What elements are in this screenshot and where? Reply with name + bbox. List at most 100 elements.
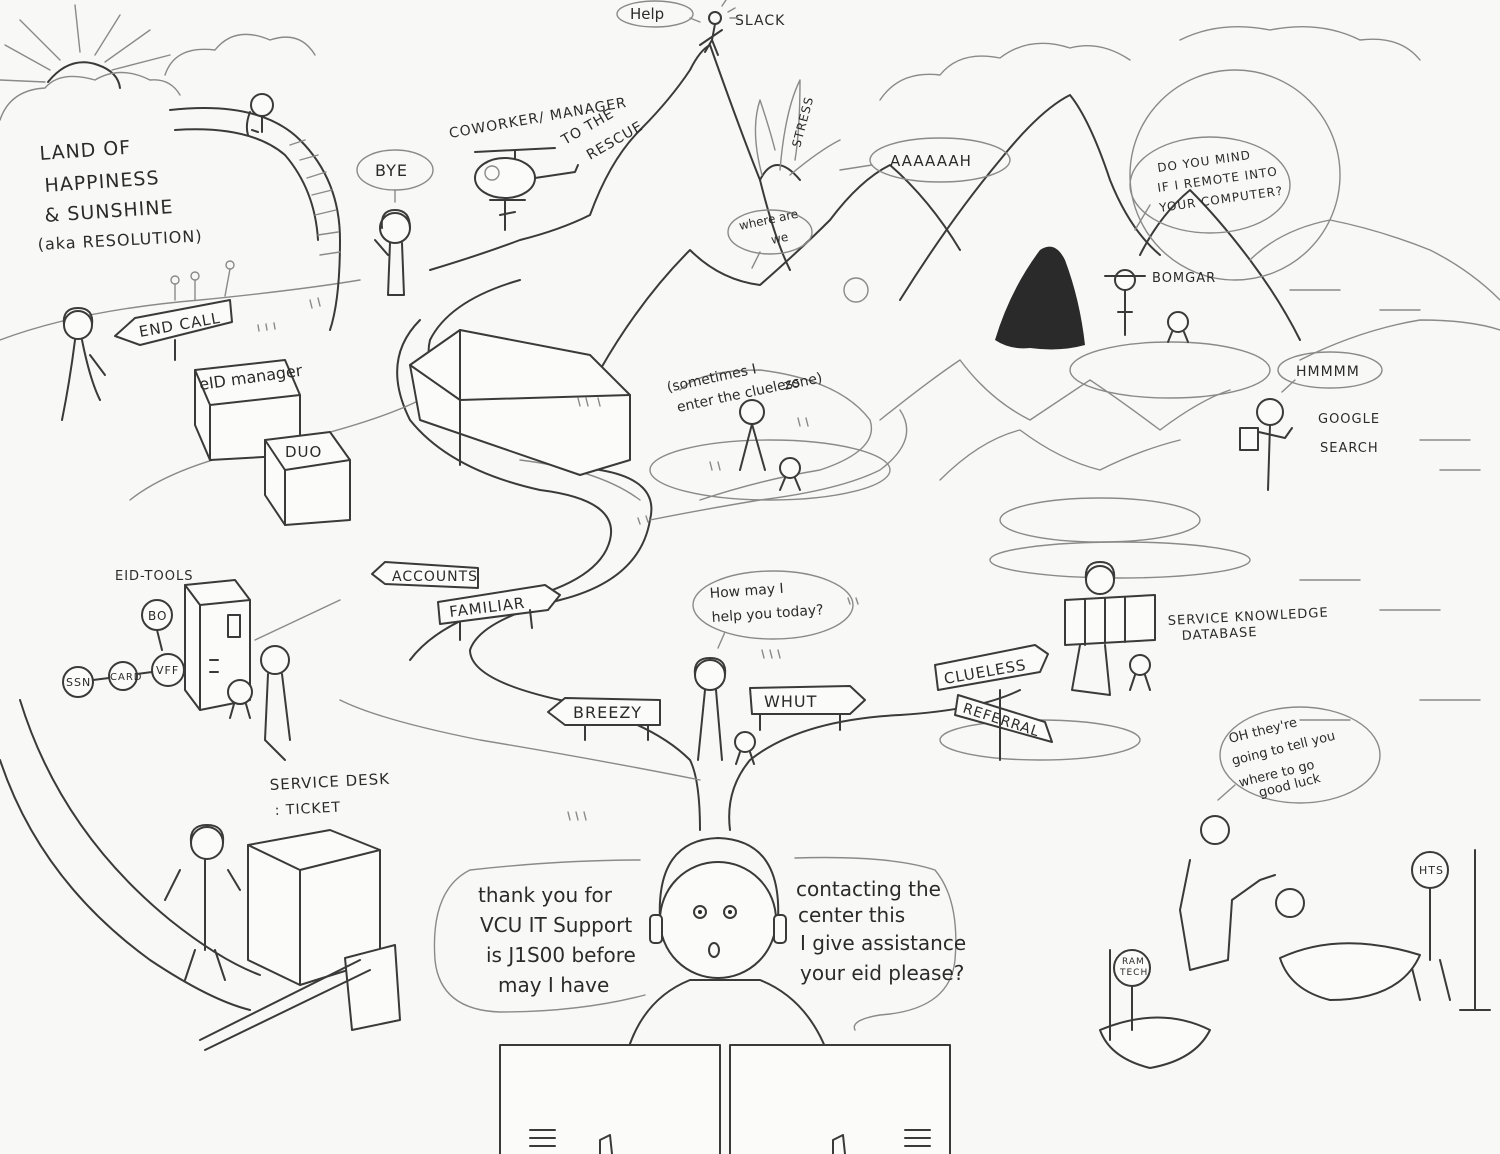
svg-text:DUO: DUO — [285, 443, 322, 461]
remote-bubble: DO YOU MIND IF I REMOTE INTO YOUR COMPUT… — [1129, 136, 1291, 234]
eid-manager-box: eID manager — [194, 359, 304, 461]
slack-sparkle — [721, 0, 739, 19]
water-lines — [1289, 289, 1481, 721]
ticket-agent — [164, 824, 241, 981]
svg-text:Help: Help — [630, 5, 664, 23]
clueless-figures — [739, 399, 801, 491]
hmmm-bubble: HMMMM — [1277, 351, 1383, 393]
central-box — [409, 329, 631, 476]
stress-label: STRESS — [789, 95, 816, 149]
climber-figure — [699, 11, 723, 56]
hts-figure: HTS — [1409, 849, 1491, 1011]
svg-text:RAM: RAM — [1122, 957, 1145, 967]
svg-text:thank you for: thank you for — [478, 883, 613, 907]
svg-text:HMMMM: HMMMM — [1296, 364, 1360, 380]
help-bubble: Help — [616, 0, 701, 28]
svg-text:help you today?: help you today? — [711, 602, 824, 626]
svg-text:I give assistance: I give assistance — [800, 931, 966, 955]
sun-icon — [0, 4, 171, 89]
bomgar-figure: BOMGAR — [1104, 269, 1216, 343]
fork-agent — [693, 657, 756, 765]
svg-text:center this: center this — [798, 903, 905, 927]
clueless-sign: CLUELESS — [934, 644, 1049, 691]
svg-text:BREEZY: BREEZY — [573, 703, 642, 722]
aaaah-bubble: AAAAAAH — [839, 137, 1011, 183]
helicopter — [474, 147, 579, 231]
google-search-figure: GOOGLE SEARCH — [1239, 398, 1380, 491]
svg-text:SSN: SSN — [66, 676, 91, 689]
central-agent — [624, 837, 831, 1061]
whut-sign: WHUT — [749, 685, 866, 731]
mountain-range — [429, 44, 1500, 481]
left-road — [0, 279, 421, 1011]
how-may-i-help-bubble: How may I help you today? — [692, 570, 854, 649]
agent-waving-bye — [374, 209, 411, 296]
svg-text:(aka RESOLUTION): (aka RESOLUTION) — [37, 226, 203, 254]
greeting-bubble-right: contacting the center this I give assist… — [794, 856, 966, 1031]
coworker-rescue-label: COWORKER/ MANAGER TO THE RESCUE — [448, 95, 646, 164]
svg-text:BOMGAR: BOMGAR — [1152, 271, 1216, 286]
service-desk-label: SERVICE DESK — [269, 770, 390, 794]
svg-text:& SUNSHINE: & SUNSHINE — [44, 196, 174, 227]
svg-text:GOOGLE: GOOGLE — [1318, 412, 1380, 427]
monitor-left — [499, 1044, 721, 1154]
rowboat-large — [1279, 942, 1421, 1001]
svg-text:VFF: VFF — [156, 664, 179, 677]
rowboat-ram-tech: RAM TECH — [1099, 949, 1211, 1069]
stress-volcano: STRESS — [754, 79, 841, 181]
bye-bubble: BYE — [356, 149, 434, 203]
globe-sphere — [843, 69, 1341, 303]
svg-text:LAND OF: LAND OF — [39, 137, 132, 165]
svg-text:contacting the: contacting the — [796, 877, 941, 901]
familiar-sign: FAMILIAR — [437, 584, 561, 641]
duo-box: DUO — [264, 431, 351, 526]
three-figures-hill — [170, 260, 235, 301]
ticket-box — [247, 829, 401, 1031]
svg-text:is J1S00 before: is J1S00 before — [486, 943, 636, 967]
slack-label: SLACK — [735, 13, 785, 29]
svg-text:HTS: HTS — [1419, 864, 1444, 877]
svg-text:BYE: BYE — [375, 161, 408, 180]
ticket-rail — [199, 959, 371, 1051]
staircase — [169, 107, 341, 331]
oh-theyre-going-bubble: OH they're going to tell you where to go… — [1217, 706, 1381, 804]
referral-sign: REFERRAL — [954, 689, 1053, 761]
svg-text:ACCOUNTS: ACCOUNTS — [392, 569, 478, 585]
service-knowledge-label-2: DATABASE — [1181, 625, 1257, 644]
cloud-left — [0, 33, 316, 121]
boat-figure — [1179, 815, 1305, 971]
svg-text:we: we — [770, 230, 790, 247]
svg-text:WHUT: WHUT — [764, 692, 817, 711]
svg-text:VCU IT Support: VCU IT Support — [480, 913, 632, 937]
lake-ovals — [649, 341, 1271, 761]
grass-ticks — [257, 297, 859, 821]
svg-text:may I have: may I have — [498, 973, 609, 997]
svg-text:AAAAAAH: AAAAAAH — [890, 152, 972, 170]
where-are-we-bubble: where are we — [727, 207, 813, 269]
svg-text:your eid please?: your eid please? — [800, 961, 964, 985]
svg-text:HAPPINESS: HAPPINESS — [44, 167, 160, 197]
monitor-right — [729, 1044, 951, 1154]
ticket-label: : TICKET — [274, 800, 341, 819]
svg-text:zone): zone) — [783, 370, 824, 394]
stick-figure-on-stairs — [245, 93, 274, 136]
service-knowledge-figure — [1064, 561, 1156, 696]
eid-tools-label: EID-TOOLS — [115, 569, 193, 584]
agent-walking-left — [61, 307, 106, 421]
svg-text:CARD: CARD — [110, 672, 142, 683]
svg-text:BO: BO — [148, 609, 167, 623]
cloud-top-right — [879, 26, 1421, 101]
dark-rock — [995, 246, 1085, 350]
eid-tools-nodes: BO VFF CARD SSN — [62, 599, 185, 698]
eid-figures — [227, 599, 341, 761]
accounts-sign: ACCOUNTS — [371, 561, 479, 589]
end-call-sign: END CALL — [114, 299, 233, 361]
breezy-sign: BREEZY — [547, 697, 661, 741]
svg-text:SEARCH: SEARCH — [1320, 441, 1379, 456]
svg-text:How may I: How may I — [709, 581, 784, 602]
svg-text:TECH: TECH — [1119, 968, 1148, 978]
greeting-bubble-left: thank you for VCU IT Support is J1S00 be… — [433, 859, 646, 1013]
land-of-happiness-label: LAND OF HAPPINESS & SUNSHINE (aka RESOLU… — [37, 137, 203, 254]
